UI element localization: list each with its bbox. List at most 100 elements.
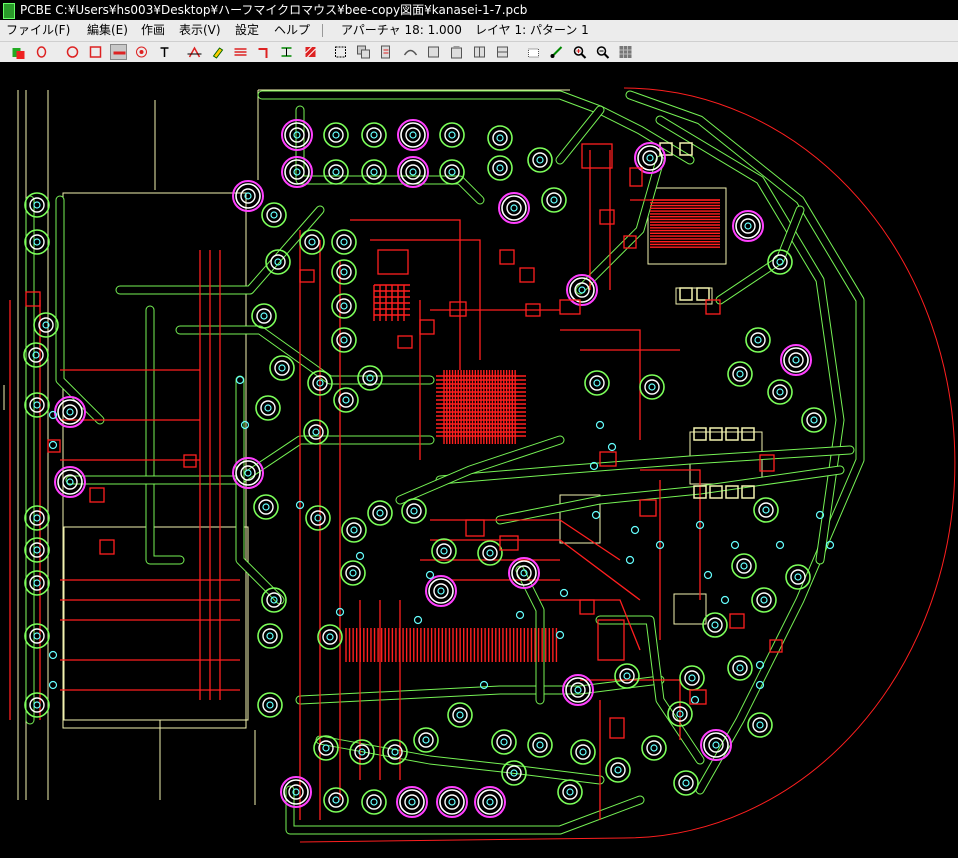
bottom-trace-inner	[116, 206, 324, 294]
pad-hole	[33, 514, 41, 522]
pad-ring	[24, 229, 50, 255]
through-hole-pad	[487, 155, 513, 181]
pad-inner-ring	[672, 706, 688, 722]
through-hole-pad	[727, 361, 753, 387]
pad-hole	[448, 798, 456, 806]
paste-tool-button[interactable]	[448, 44, 465, 60]
through-hole-pad	[257, 692, 283, 718]
smd-pad	[741, 485, 755, 499]
pad-inner-ring	[262, 628, 278, 644]
via	[48, 410, 58, 420]
bottom-trace-inner	[556, 106, 604, 164]
top-trace	[350, 219, 461, 370]
layers-tool-button[interactable]	[10, 44, 27, 60]
menu-file[interactable]: ファイル(F)	[6, 23, 71, 37]
pad-hole	[366, 374, 374, 382]
measure-tool-button[interactable]	[548, 44, 565, 60]
menu-draw[interactable]: 作画	[141, 23, 166, 37]
highlighter-tool-button[interactable]	[209, 44, 226, 60]
menu-settings[interactable]: 設定	[235, 23, 260, 37]
through-hole-pad	[54, 396, 86, 428]
pad-hole	[266, 632, 274, 640]
pad-inner-ring	[404, 794, 420, 810]
multiline-tool-button[interactable]	[232, 44, 249, 60]
pad-inner-ring	[642, 150, 658, 166]
line-tool-button[interactable]	[110, 44, 127, 60]
through-hole-pad	[331, 229, 357, 255]
pad-hole	[500, 738, 508, 746]
zoom-out-tool-button[interactable]	[594, 44, 611, 60]
pad-hole	[736, 664, 744, 672]
pcb-canvas[interactable]	[0, 62, 958, 858]
pad-hole	[409, 168, 417, 176]
pad-inner-ring	[574, 282, 590, 298]
pad-hole	[448, 168, 456, 176]
app-name: PCBE	[20, 3, 52, 17]
pad-ring	[235, 460, 261, 486]
menu-help[interactable]: ヘルプ	[274, 23, 311, 37]
pad-hole	[688, 674, 696, 682]
pad-hole	[322, 744, 330, 752]
via	[815, 510, 825, 520]
through-hole-pad	[232, 180, 264, 212]
bottom-trace-inner	[176, 326, 434, 384]
smd-component	[599, 451, 617, 467]
through-hole-pad	[24, 537, 50, 563]
pad-inner-ring	[732, 660, 748, 676]
pad-inner-ring	[406, 503, 422, 519]
through-hole-pad	[23, 342, 49, 368]
square-tool-button[interactable]	[87, 44, 104, 60]
top-trace	[430, 539, 641, 601]
grid-tool-button[interactable]	[617, 44, 634, 60]
via	[755, 660, 765, 670]
bottom-trace-inner	[576, 156, 664, 294]
pad-hole	[448, 131, 456, 139]
corner-tool-button[interactable]	[255, 44, 272, 60]
target-tool-button[interactable]	[133, 44, 150, 60]
pad-hole	[33, 579, 41, 587]
fillet-tool-button[interactable]	[278, 44, 295, 60]
pad-hole	[33, 401, 41, 409]
driver-ic-pins	[650, 199, 720, 248]
oval-tool-button[interactable]	[33, 44, 50, 60]
pad-hole	[574, 686, 582, 694]
copy-tool-button[interactable]	[355, 44, 372, 60]
hatch-tool-button[interactable]	[302, 44, 319, 60]
pad-inner-ring	[328, 792, 344, 808]
pad-hole	[437, 587, 445, 595]
bend-tool-button[interactable]	[402, 44, 419, 60]
via	[625, 555, 635, 565]
move-tool-button[interactable]	[378, 44, 395, 60]
flip-tool-button[interactable]	[494, 44, 511, 60]
pad-ring	[527, 147, 553, 173]
pad-halo	[281, 156, 313, 188]
pad-ring	[801, 407, 827, 433]
mirror-tool-button[interactable]	[471, 44, 488, 60]
pad-inner-ring	[758, 502, 774, 518]
pad-ring	[501, 760, 527, 786]
pad-ring	[605, 757, 631, 783]
rotate-tool-button[interactable]	[525, 44, 542, 60]
pad-inner-ring	[328, 127, 344, 143]
pad-ring	[253, 494, 279, 520]
menu-separator	[322, 24, 323, 37]
select-tool-button[interactable]	[332, 44, 349, 60]
pad-halo	[54, 396, 86, 428]
smd-component	[89, 487, 105, 503]
pad-hole	[593, 379, 601, 387]
through-hole-pad	[331, 327, 357, 353]
duplicate-tool-button[interactable]	[425, 44, 442, 60]
menu-view[interactable]: 表示(V)	[179, 23, 221, 37]
text-tool-button[interactable]	[156, 44, 173, 60]
menu-edit[interactable]: 編集(E)	[87, 23, 128, 37]
pad-hole	[650, 744, 658, 752]
smd-pad	[659, 142, 673, 156]
zoom-in-tool-button[interactable]	[571, 44, 588, 60]
smd-component	[183, 454, 197, 468]
pad-ring	[702, 612, 728, 638]
pad-halo	[232, 457, 264, 489]
circle-tool-button[interactable]	[64, 44, 81, 60]
angle-tool-button[interactable]	[186, 44, 203, 60]
through-hole-pad	[341, 517, 367, 543]
via	[555, 630, 565, 640]
